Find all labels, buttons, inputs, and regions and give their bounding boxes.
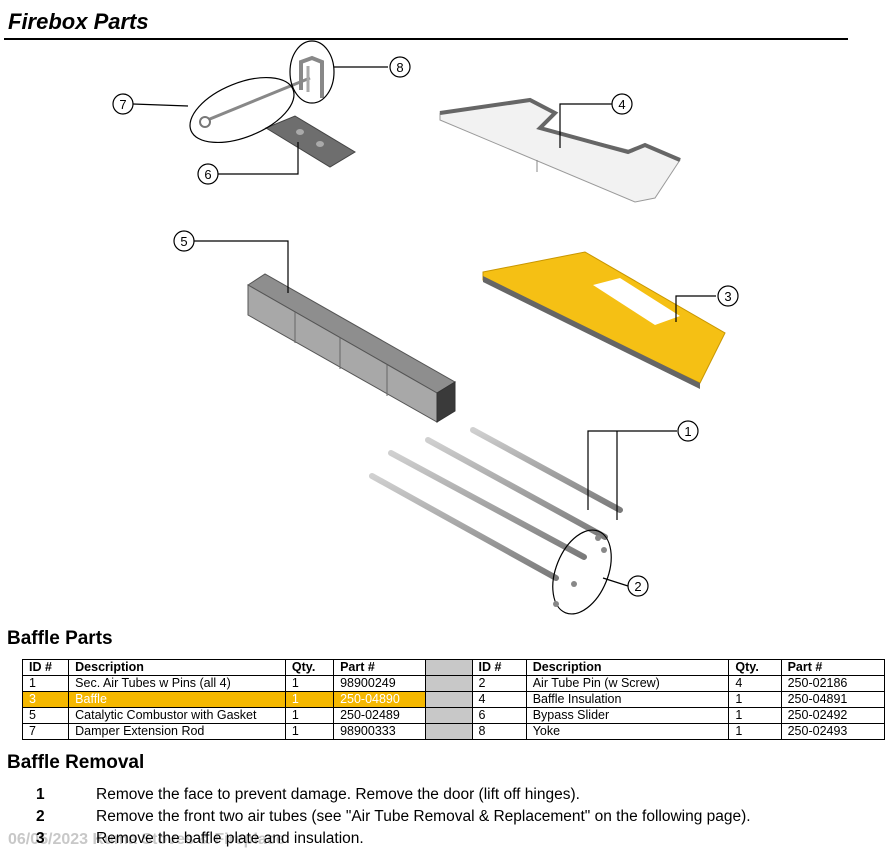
cell-qty: 4 xyxy=(728,675,782,692)
exploded-parts-diagram: 1 2 3 4 5 6 7 8 xyxy=(112,40,739,615)
footer-watermark: 06/05/2023 Kuma Stoves & Fireplace xyxy=(8,831,285,848)
table-row: 7 Damper Extension Rod 1 98900333 8 Yoke… xyxy=(21,723,886,740)
cell-id: 7 xyxy=(21,723,70,740)
col-header: ID # xyxy=(21,659,70,676)
cell-id: 8 xyxy=(471,723,527,740)
table-row: 1 Sec. Air Tubes w Pins (all 4) 1 989002… xyxy=(21,675,886,692)
cell-part: 250-02186 xyxy=(780,675,886,692)
step-number: 1 xyxy=(36,786,45,803)
col-header: Qty. xyxy=(728,659,782,676)
secondary-air-tubes-part xyxy=(369,427,623,581)
callout-7 xyxy=(112,93,134,115)
cell-qty: 1 xyxy=(728,707,782,724)
callout-label-6: 6 xyxy=(204,167,211,182)
callout-label-4: 4 xyxy=(618,97,625,112)
callout-label-2: 2 xyxy=(634,579,641,594)
catalytic-combustor-part xyxy=(247,273,456,423)
cell-part: 250-02489 xyxy=(333,707,427,724)
cell-part: 250-02492 xyxy=(780,707,886,724)
col-header: ID # xyxy=(471,659,527,676)
cell-id: 6 xyxy=(471,707,527,724)
cell-id: 5 xyxy=(21,707,70,724)
cell-description: Damper Extension Rod xyxy=(68,723,286,740)
cell-qty: 1 xyxy=(284,707,335,724)
col-header: Qty. xyxy=(284,659,335,676)
cell-part: 250-04891 xyxy=(780,691,886,708)
column-separator xyxy=(425,659,473,676)
callout-3 xyxy=(717,285,739,307)
cell-id: 2 xyxy=(471,675,527,692)
col-header: Part # xyxy=(780,659,886,676)
cell-qty: 1 xyxy=(284,675,335,692)
baffle-parts-table: ID # Description Qty. Part # ID # Descri… xyxy=(21,659,886,740)
cell-part: 98900333 xyxy=(333,723,427,740)
cell-qty: 1 xyxy=(728,723,782,740)
cell-qty: 1 xyxy=(284,691,335,708)
cell-id: 1 xyxy=(21,675,70,692)
callout-label-1: 1 xyxy=(684,424,691,439)
cell-id: 3 xyxy=(21,691,70,708)
col-header: Description xyxy=(525,659,730,676)
cell-description: Bypass Slider xyxy=(525,707,730,724)
column-separator xyxy=(425,723,473,740)
cell-qty: 1 xyxy=(728,691,782,708)
cell-part: 98900249 xyxy=(333,675,427,692)
callout-label-3: 3 xyxy=(724,289,731,304)
yoke-part xyxy=(299,55,324,98)
callout-1 xyxy=(677,420,699,442)
cell-id: 4 xyxy=(471,691,527,708)
callout-2 xyxy=(627,575,649,597)
col-header: Part # xyxy=(333,659,427,676)
table-header-row: ID # Description Qty. Part # ID # Descri… xyxy=(21,659,886,676)
step-number: 2 xyxy=(36,808,45,825)
table-row: 5 Catalytic Combustor with Gasket 1 250-… xyxy=(21,707,886,724)
cell-part: 250-02493 xyxy=(780,723,886,740)
cell-qty: 1 xyxy=(284,723,335,740)
baffle-removal-heading: Baffle Removal xyxy=(7,752,145,773)
callout-circles xyxy=(112,56,739,597)
callout-label-7: 7 xyxy=(119,97,126,112)
bypass-slider-part xyxy=(264,115,356,168)
callout-label-8: 8 xyxy=(396,60,403,75)
cell-part: 250-04890 xyxy=(333,691,427,708)
cell-description: Sec. Air Tubes w Pins (all 4) xyxy=(68,675,286,692)
baffle-part xyxy=(482,251,726,389)
callout-label-5: 5 xyxy=(180,234,187,249)
page-title: Firebox Parts xyxy=(8,9,149,34)
cell-description: Yoke xyxy=(525,723,730,740)
col-header: Description xyxy=(68,659,286,676)
baffle-parts-heading: Baffle Parts xyxy=(7,628,113,649)
callout-5 xyxy=(173,230,195,252)
title-divider xyxy=(4,38,848,40)
air-tube-pin-part xyxy=(553,535,607,607)
callout-6 xyxy=(197,163,219,185)
column-separator xyxy=(425,675,473,692)
cell-description: Baffle Insulation xyxy=(525,691,730,708)
callout-4 xyxy=(611,93,633,115)
cell-description: Air Tube Pin (w Screw) xyxy=(525,675,730,692)
cell-description: Catalytic Combustor with Gasket xyxy=(68,707,286,724)
callout-8 xyxy=(389,56,411,78)
table-row-highlighted: 3 Baffle 1 250-04890 4 Baffle Insulation… xyxy=(21,691,886,708)
step-text: Remove the face to prevent damage. Remov… xyxy=(96,786,580,803)
baffle-insulation-part xyxy=(439,97,681,203)
step-text: Remove the front two air tubes (see "Air… xyxy=(96,808,751,825)
column-separator xyxy=(425,691,473,708)
step-number: 3 xyxy=(36,830,45,847)
column-separator xyxy=(425,707,473,724)
step-text: Remove the baffle plate and insulation. xyxy=(96,830,364,847)
cell-description: Baffle xyxy=(68,691,286,708)
